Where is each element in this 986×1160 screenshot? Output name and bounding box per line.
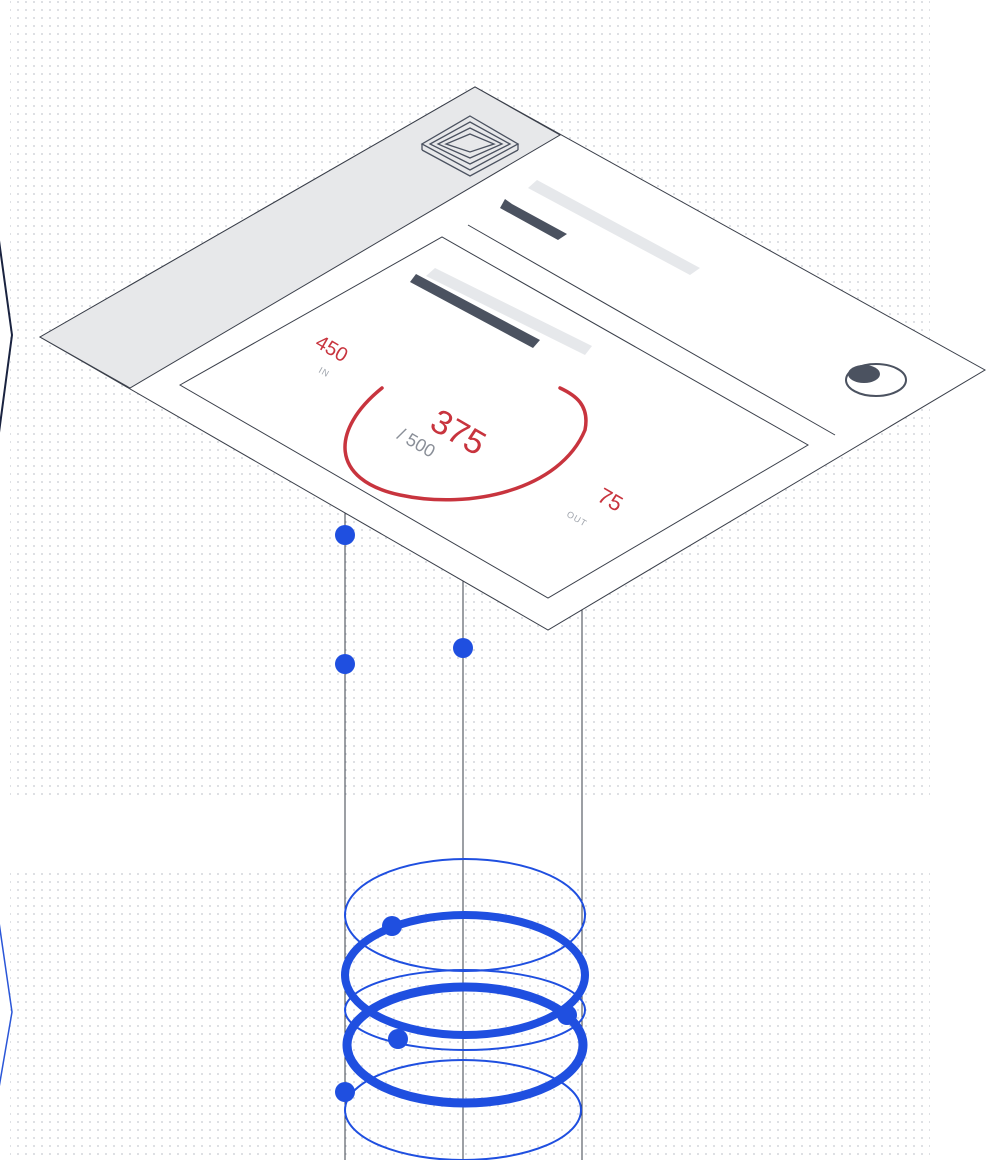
- coil-node: [335, 1082, 355, 1102]
- connector-node: [335, 525, 355, 545]
- coil-node: [388, 1029, 408, 1049]
- coil-node: [557, 1005, 577, 1025]
- connector-node: [453, 638, 473, 658]
- coil-node: [382, 916, 402, 936]
- connector-node: [335, 654, 355, 674]
- toggle-switch-icon[interactable]: [846, 364, 906, 396]
